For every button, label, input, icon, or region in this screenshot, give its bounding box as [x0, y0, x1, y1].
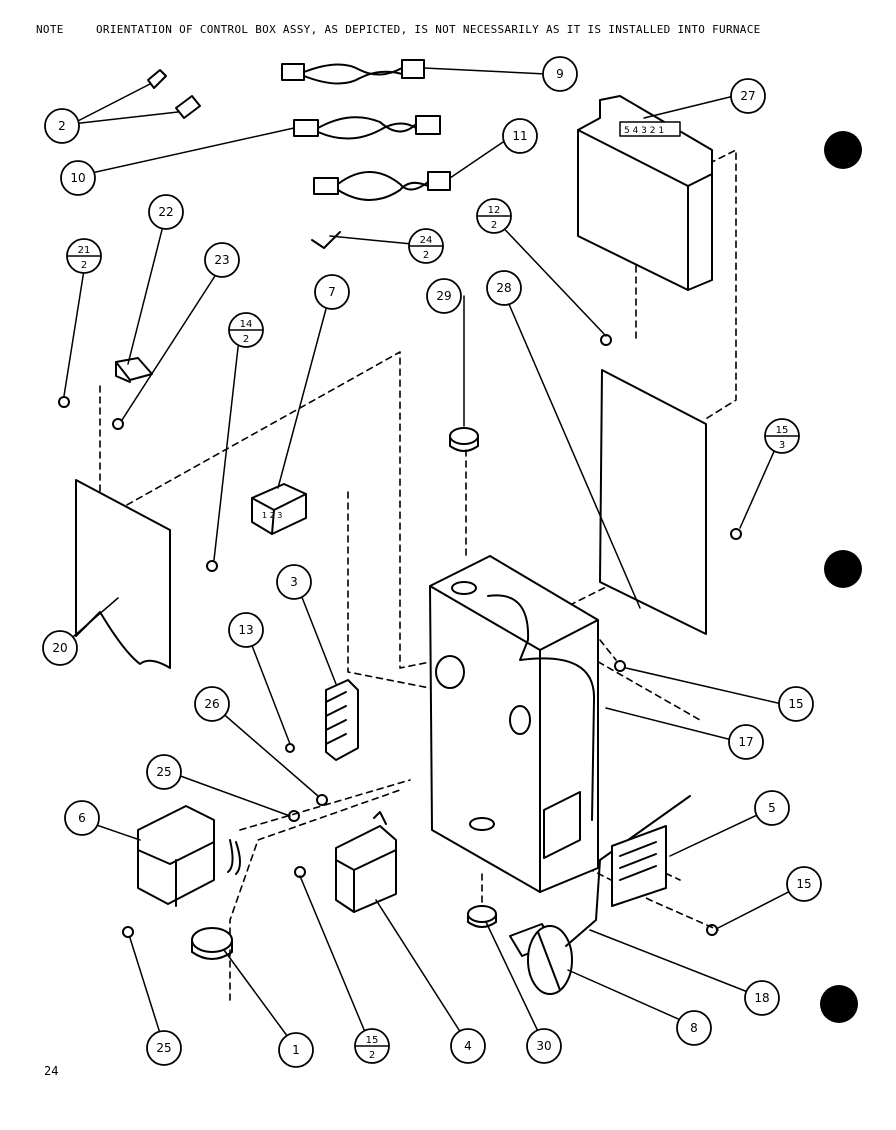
callout-14-bottom: 2	[243, 334, 249, 345]
part-10-harness	[293, 115, 441, 140]
callout-9: 9	[556, 67, 564, 81]
callout-5: 5	[768, 801, 776, 815]
part-14-screw	[206, 560, 218, 572]
part-3-terminal-strip	[325, 679, 359, 761]
callout-10: 10	[70, 171, 85, 185]
callout-1: 1	[292, 1043, 300, 1057]
callout-12-bottom: 2	[491, 220, 497, 231]
callout-23: 23	[214, 253, 229, 267]
callout-7: 7	[328, 285, 336, 299]
callout-6: 6	[78, 811, 86, 825]
callout-27: 27	[740, 89, 755, 103]
callout-30: 30	[536, 1039, 551, 1053]
part-7-relay	[251, 483, 307, 535]
part-27-control-board: 5 4 3 2 1	[577, 95, 713, 291]
board-pin-labels: 5 4 3 2 1	[624, 126, 664, 136]
binder-hole-bottom	[820, 985, 858, 1023]
callout-15-bottom-top: 15	[366, 1035, 379, 1046]
callout-8: 8	[690, 1021, 698, 1035]
callout-15-right: 15	[788, 697, 803, 711]
part-11-harness	[313, 171, 451, 201]
part-22-bracket	[115, 357, 153, 383]
leader-lines	[59, 67, 805, 1049]
part-15-screw-upper	[730, 528, 742, 540]
callout-15-lower: 15	[796, 877, 811, 891]
callout-29: 29	[436, 289, 451, 303]
part-5-plate	[611, 825, 667, 907]
callout-4: 4	[464, 1039, 472, 1053]
callout-24-top: 24	[420, 235, 433, 246]
callout-15-bottom-2: 2	[369, 1050, 375, 1061]
callout-2: 2	[58, 119, 66, 133]
binder-hole-top	[824, 131, 862, 169]
fraction-dividers	[66, 215, 800, 1047]
note-text: ORIENTATION OF CONTROL BOX ASSY, AS DEPI…	[96, 23, 761, 36]
part-15-screw-right	[614, 660, 626, 672]
part-25-screw-lower	[122, 926, 134, 938]
callout-14-top: 14	[240, 319, 253, 330]
page-number: 24	[44, 1064, 59, 1078]
callout-22: 22	[158, 205, 173, 219]
callout-21-bottom: 2	[81, 260, 87, 271]
part-23-screw	[112, 418, 124, 430]
part-17-control-box	[429, 555, 599, 893]
callout-11: 11	[512, 129, 527, 143]
callout-28: 28	[496, 281, 511, 295]
callout-25-lower: 25	[156, 1041, 171, 1055]
binder-hole-middle	[824, 550, 862, 588]
part-28-cover	[599, 369, 707, 635]
part-1-bushing	[191, 927, 233, 960]
callout-17: 17	[738, 735, 753, 749]
callout-3: 3	[290, 575, 298, 589]
part-21-screw	[58, 396, 70, 408]
callout-15-top: 15	[776, 425, 789, 436]
part-13-screw	[285, 743, 295, 753]
part-6-transformer	[137, 805, 241, 907]
callout-12-top: 12	[488, 205, 501, 216]
part-4-relay	[335, 811, 397, 913]
part-2-caps	[147, 69, 201, 119]
part-24-jumper	[311, 231, 341, 249]
callout-13: 13	[238, 623, 253, 637]
part-26-screw	[316, 794, 328, 806]
callout-20: 20	[52, 641, 67, 655]
part-9-harness	[281, 59, 425, 85]
callout-bubbles	[42, 56, 822, 1068]
part-18-rod	[565, 795, 691, 947]
relay-terminal-labels: 1 2 3	[262, 511, 282, 520]
part-30-plug	[467, 905, 497, 928]
callout-15-3: 3	[779, 440, 785, 451]
part-15-screw-lower	[706, 924, 718, 936]
callout-21-top: 21	[78, 245, 91, 256]
part-29-grommet	[449, 427, 479, 452]
callout-24-bottom: 2	[423, 250, 429, 261]
part-8-bracket	[509, 923, 573, 995]
note-label: NOTE	[36, 23, 64, 36]
part-20-panel	[75, 479, 171, 669]
callout-25-upper: 25	[156, 765, 171, 779]
callout-18: 18	[754, 991, 769, 1005]
callout-26: 26	[204, 697, 219, 711]
